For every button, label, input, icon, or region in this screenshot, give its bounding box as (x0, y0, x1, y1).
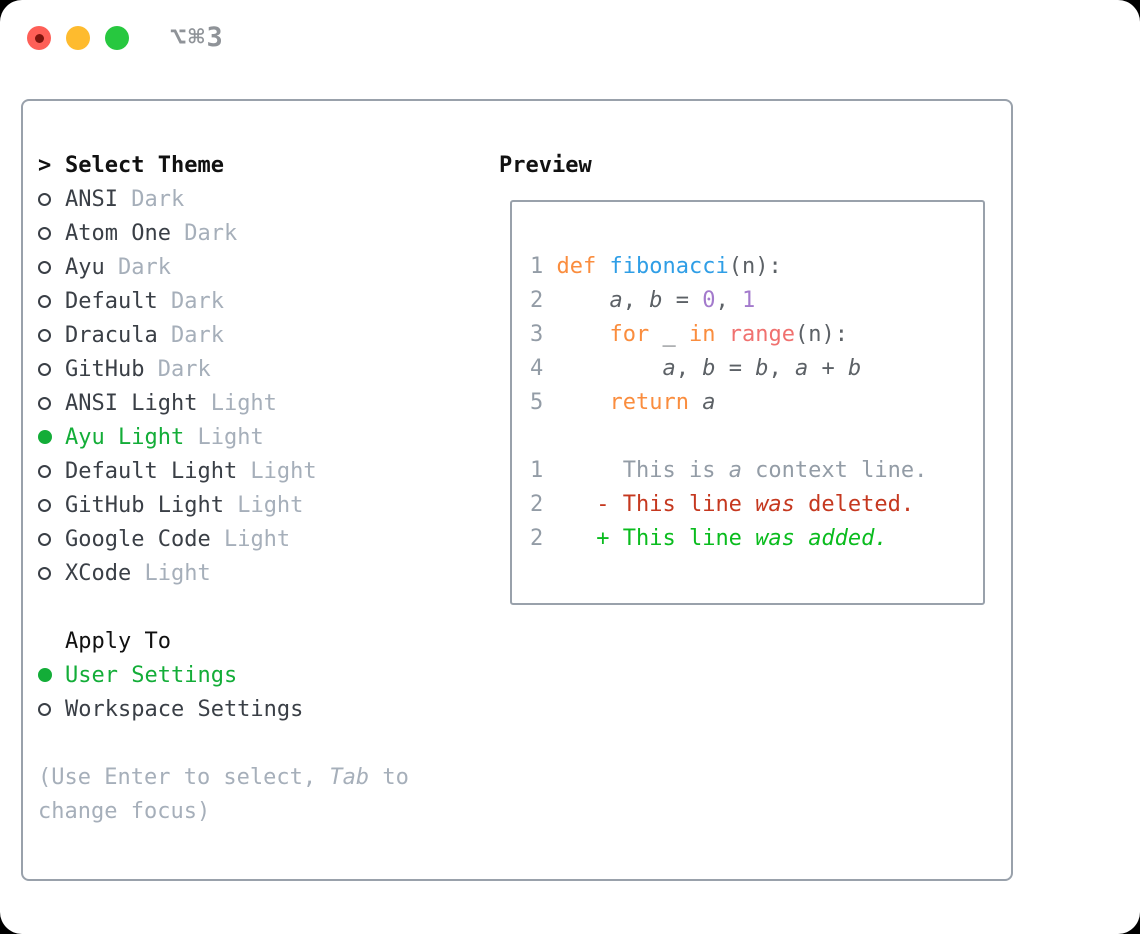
apply-option-label: Workspace Settings (65, 696, 304, 722)
theme-option-ansi-light[interactable]: ANSI Light Light (38, 386, 488, 420)
theme-option-atom-one[interactable]: Atom One Dark (38, 216, 488, 250)
theme-option-default[interactable]: Default Dark (38, 284, 488, 318)
radio-unselected-icon (38, 362, 51, 376)
radio-unselected-icon (38, 192, 51, 206)
theme-variant: Light (223, 492, 304, 518)
spacer (38, 590, 488, 624)
radio-selected-icon (38, 430, 52, 444)
code-line: 5 return a (530, 390, 716, 415)
apply-to-title: Apply To (65, 628, 171, 654)
line-number: 1 (530, 254, 557, 279)
hint-text-line2: change focus) (38, 798, 211, 824)
line-number: 1 (530, 458, 557, 483)
line-number: 2 (530, 526, 557, 551)
radio-unselected-icon (38, 566, 51, 580)
theme-option-google-code[interactable]: Google Code Light (38, 522, 488, 556)
theme-variant: Dark (144, 356, 211, 382)
radio-unselected-icon (38, 464, 51, 478)
title-bar: ⌥⌘3 (0, 0, 1140, 76)
radio-selected-icon (38, 668, 52, 682)
radio-unselected-icon (38, 498, 51, 512)
apply-to-header-row: Apply To (38, 624, 488, 658)
code-line: 1 This is a context line. (530, 458, 928, 483)
theme-variant: Light (184, 424, 264, 450)
theme-variant: Light (197, 390, 277, 416)
spacer (38, 726, 488, 760)
theme-option-ayu-light[interactable]: Ayu Light Light (38, 420, 488, 454)
theme-variant: Dark (117, 186, 185, 212)
theme-name: ANSI Light (65, 390, 198, 416)
radio-unselected-icon (38, 226, 51, 240)
radio-unselected-icon (38, 328, 51, 342)
theme-option-github-light[interactable]: GitHub Light Light (38, 488, 488, 522)
theme-variant: Light (131, 560, 211, 586)
radio-unselected-icon (38, 702, 51, 716)
line-number: 5 (530, 390, 557, 415)
code-line: 3 for _ in range(n): (530, 322, 848, 347)
theme-name: XCode (65, 560, 132, 586)
code-line: 1 def fibonacci(n): (530, 254, 782, 279)
theme-variant: Light (210, 526, 291, 552)
line-number: 2 (530, 492, 557, 517)
theme-name: Google Code (65, 526, 211, 552)
radio-unselected-icon (38, 260, 51, 274)
theme-option-github[interactable]: GitHub Dark (38, 352, 488, 386)
theme-variant: Dark (170, 220, 238, 246)
theme-option-default-light[interactable]: Default Light Light (38, 454, 488, 488)
radio-unselected-icon (38, 294, 51, 308)
hint-text-line1: (Use Enter to select, Tab to (38, 764, 409, 790)
code-line: 2 - This line was deleted. (530, 492, 915, 517)
theme-variant: Dark (104, 254, 171, 280)
theme-name: GitHub (65, 356, 145, 382)
theme-variant: Dark (157, 322, 224, 348)
radio-unselected-icon (38, 396, 51, 410)
theme-name: Atom One (65, 220, 171, 246)
theme-name: GitHub Light (65, 492, 224, 518)
theme-name: Dracula (65, 322, 158, 348)
radio-unselected-icon (38, 532, 51, 546)
prompt-icon: > (38, 152, 52, 178)
theme-option-xcode[interactable]: XCode Light (38, 556, 488, 590)
code-line: 2 + This line was added. (530, 526, 888, 551)
preview-title: Preview (499, 152, 592, 178)
apply-option-label: User Settings (65, 662, 238, 688)
select-theme-title: Select Theme (65, 152, 224, 178)
apply-option-user-settings[interactable]: User Settings (38, 658, 488, 692)
theme-name: Default Light (65, 458, 238, 484)
theme-name: ANSI (65, 186, 118, 212)
theme-variant: Dark (157, 288, 224, 314)
theme-option-dracula[interactable]: Dracula Dark (38, 318, 488, 352)
theme-variant: Light (237, 458, 317, 484)
theme-name: Default (65, 288, 158, 314)
theme-name: Ayu (65, 254, 105, 280)
minimize-button[interactable] (66, 26, 90, 50)
line-number: 2 (530, 288, 557, 313)
theme-option-ansi[interactable]: ANSI Dark (38, 182, 488, 216)
apply-option-workspace-settings[interactable]: Workspace Settings (38, 692, 488, 726)
close-button[interactable] (27, 26, 51, 50)
select-theme-header-row: > Select Theme (38, 148, 488, 182)
zoom-button[interactable] (105, 26, 129, 50)
theme-name: Ayu Light (65, 424, 185, 450)
code-line: 4 a, b = b, a + b (530, 356, 862, 381)
line-number: 4 (530, 356, 557, 381)
window-shortcut-label: ⌥⌘3 (170, 22, 225, 53)
preview-box: 1 def fibonacci(n): 2 a, b = 0, 1 3 for _ … (510, 200, 985, 605)
code-preview: 1 def fibonacci(n): 2 a, b = 0, 1 3 for _ … (530, 250, 927, 556)
theme-option-ayu[interactable]: Ayu Dark (38, 250, 488, 284)
line-number: 3 (530, 322, 557, 347)
code-line (530, 420, 927, 454)
code-line: 2 a, b = 0, 1 (530, 288, 756, 313)
